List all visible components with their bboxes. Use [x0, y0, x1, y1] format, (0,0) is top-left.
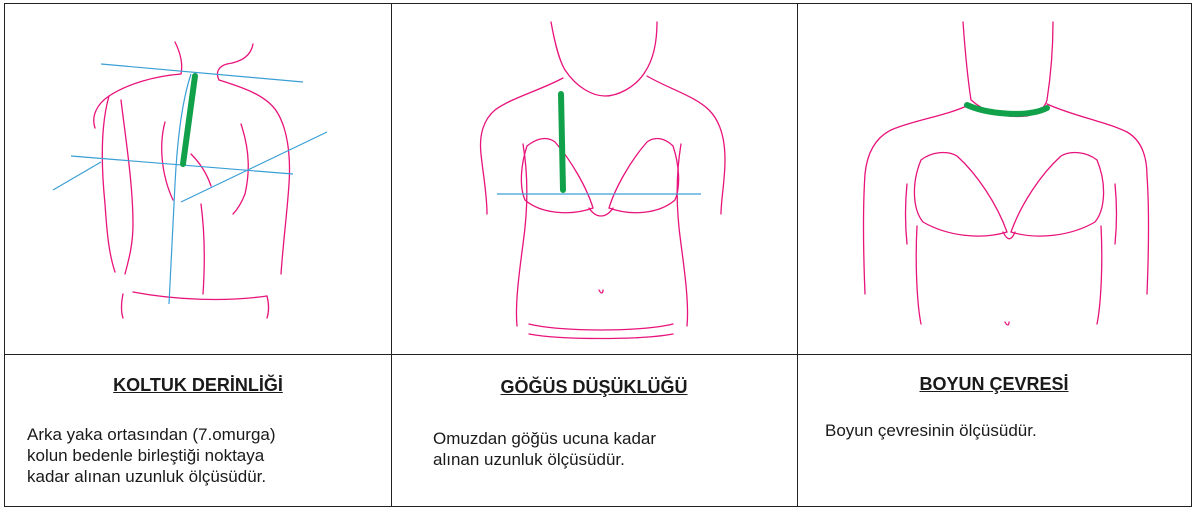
armhole-depth-measure	[180, 73, 198, 167]
column-divider-2	[797, 4, 798, 506]
back-view-figure	[5, 4, 391, 354]
bust-point-description: Omuzdan göğüs ucuna kadar alınan uzunluk…	[433, 429, 657, 469]
neck-figure	[797, 4, 1191, 354]
neck-circumference-title: BOYUN ÇEVRESİ	[919, 374, 1069, 394]
measurement-table: KOLTUK DERİNLİĞİ Arka yaka ortasından (7…	[4, 3, 1192, 507]
neck-circumference-measure	[964, 102, 1050, 117]
bust-point-measure	[558, 91, 566, 193]
front-bust-figure	[391, 4, 797, 354]
armhole-depth-description: Arka yaka ortasından (7.omurga) kolun be…	[27, 425, 276, 486]
neck-circumference-description: Boyun çevresinin ölçüsüdür.	[825, 421, 1037, 440]
neck-circumference-illustration	[862, 21, 1150, 326]
column-divider-1	[391, 4, 392, 506]
bust-point-illustration	[479, 21, 726, 340]
armhole-depth-title: KOLTUK DERİNLİĞİ	[113, 375, 283, 395]
bust-point-title: GÖĞÜS DÜŞÜKLÜĞÜ	[500, 377, 688, 397]
back-view-illustration	[52, 41, 328, 319]
row-divider	[5, 354, 1191, 355]
